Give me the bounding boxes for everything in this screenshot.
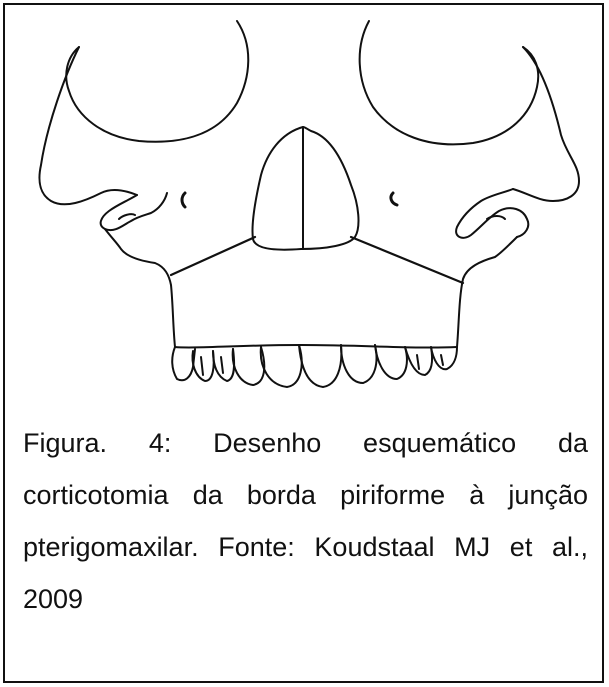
right-zygomatic-arch (456, 189, 528, 238)
right-corticotomy-line (351, 237, 463, 283)
right-foramen-mark (391, 193, 397, 205)
left-foramen-mark (182, 193, 185, 207)
figure-caption: Figura. 4: Desenho esquemático da cortic… (23, 417, 588, 625)
left-orbit-rim (66, 21, 248, 142)
left-corticotomy-line (171, 237, 255, 275)
skull-schematic-drawing (5, 5, 602, 405)
left-zygoma-contour (39, 47, 137, 204)
teeth-row (172, 345, 457, 387)
right-zygoma-contour (513, 47, 579, 201)
left-maxilla-wall (105, 229, 175, 347)
right-maxilla-wall (457, 237, 517, 347)
figure-frame: Figura. 4: Desenho esquemático da cortic… (3, 3, 604, 683)
alveolar-outline (175, 345, 457, 348)
right-orbit-rim (360, 21, 539, 144)
left-zygomatic-arch (101, 193, 167, 230)
piriform-aperture (252, 127, 358, 250)
